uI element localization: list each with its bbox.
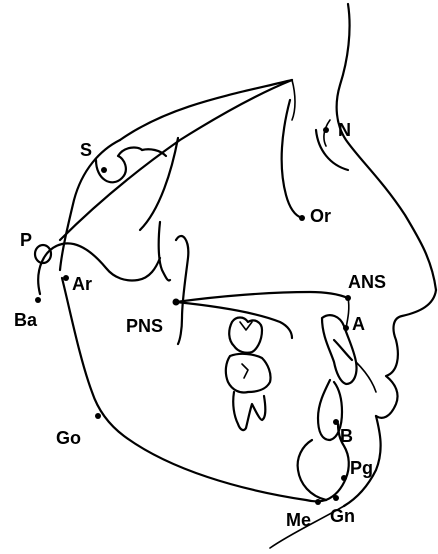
label-ans: ANS	[348, 272, 386, 292]
label-go: Go	[56, 428, 81, 448]
label-pns: PNS	[126, 316, 163, 336]
point-me	[315, 499, 321, 505]
label-a: A	[352, 314, 365, 334]
landmark-points	[35, 127, 351, 505]
cranial-outline	[58, 78, 296, 272]
landmark-labels: S N Or P Ba Ar PNS ANS A Go B Pg Me Gn	[14, 120, 386, 530]
orbit-contour	[280, 98, 304, 220]
mandible	[37, 242, 350, 503]
point-pns	[172, 298, 180, 306]
pterygomaxillary-fissure	[157, 220, 190, 346]
label-s: S	[80, 140, 92, 160]
point-b	[333, 419, 339, 425]
label-ba: Ba	[14, 310, 38, 330]
point-n	[323, 127, 329, 133]
label-gn: Gn	[330, 506, 355, 526]
label-b: B	[340, 426, 353, 446]
point-ar	[63, 275, 69, 281]
molars	[224, 316, 272, 432]
point-or	[299, 215, 305, 221]
soft-tissue-profile	[269, 2, 438, 549]
label-ar: Ar	[72, 274, 92, 294]
point-pg	[341, 475, 347, 481]
label-p: P	[20, 230, 32, 250]
incisors	[316, 314, 377, 442]
point-ba	[35, 297, 41, 303]
point-gn	[333, 495, 339, 501]
label-or: Or	[310, 206, 331, 226]
label-n: N	[338, 120, 351, 140]
point-go	[95, 413, 101, 419]
point-ans	[345, 295, 351, 301]
point-a	[343, 325, 349, 331]
label-pg: Pg	[350, 458, 373, 478]
porion	[33, 243, 53, 265]
point-s	[101, 167, 107, 173]
sella-turcica	[94, 136, 180, 232]
label-me: Me	[286, 510, 311, 530]
